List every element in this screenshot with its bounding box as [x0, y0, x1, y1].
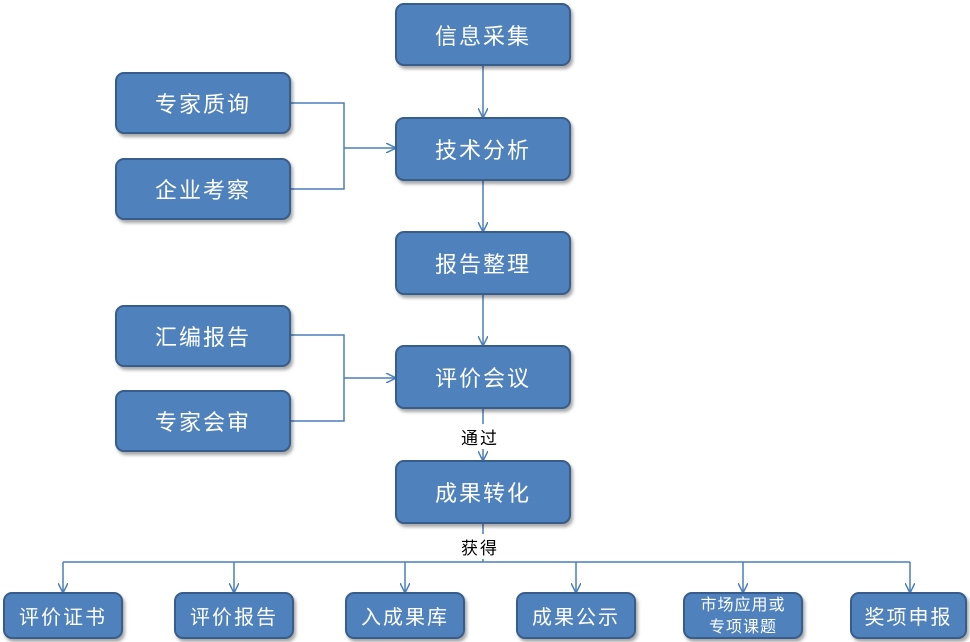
node-review-meeting: 评价会议: [395, 345, 571, 409]
output-award: 奖项申报: [850, 592, 967, 639]
output-into-library: 入成果库: [345, 592, 465, 639]
output-market-application: 市场应用或 专项课题: [683, 592, 803, 639]
label-pass: 通过: [459, 424, 501, 449]
output-market-line1: 市场应用或: [700, 594, 786, 614]
node-compile-report: 汇编报告: [115, 305, 291, 367]
node-report: 报告整理: [395, 231, 571, 295]
node-analysis: 技术分析: [395, 117, 571, 181]
connector-expert-query: [291, 102, 345, 190]
node-enterprise-visit: 企业考察: [115, 158, 291, 220]
node-expert-review: 专家会审: [115, 390, 291, 452]
node-transform: 成果转化: [395, 460, 571, 524]
node-expert-query: 专家质询: [115, 72, 291, 134]
output-publicity: 成果公示: [516, 592, 636, 639]
connector-compile-report: [291, 334, 345, 422]
label-obtain: 获得: [459, 534, 501, 559]
output-eval-report: 评价报告: [174, 592, 294, 639]
node-collect: 信息采集: [395, 3, 571, 66]
output-certificate: 评价证书: [3, 592, 123, 639]
output-market-line2: 专项课题: [708, 616, 777, 636]
